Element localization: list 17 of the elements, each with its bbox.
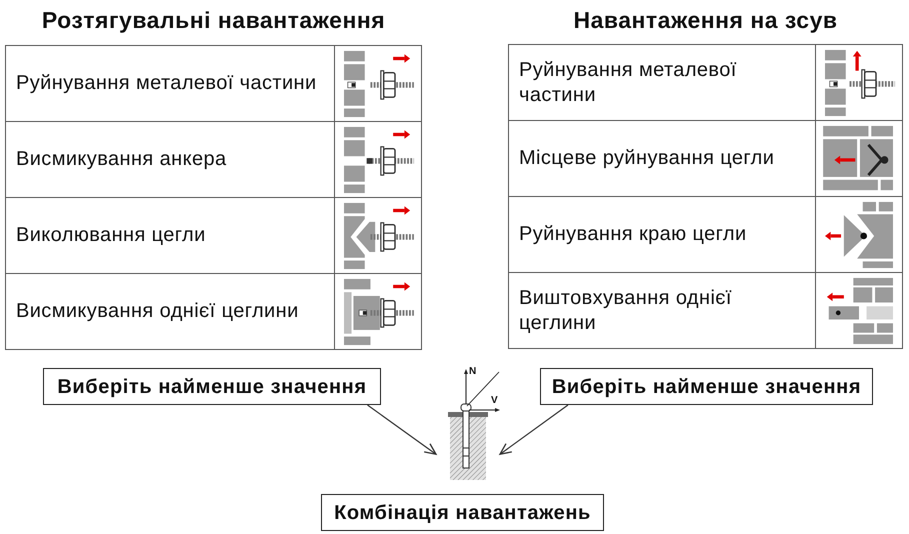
row-label: Висмикування однієї цеглини [16,300,299,322]
table-heading: Розтягувальні навантаження [42,6,386,34]
row-label: Руйнування краю цегли [519,223,747,245]
row-label: Виштовхування однієї цеглини [519,286,732,334]
row-label: Місцеве руйнування цегли [519,147,774,169]
arrow [499,404,568,455]
arrow [367,404,437,455]
table-heading: Навантаження на зсув [573,6,838,34]
force-label: V [491,395,498,406]
force-label: N [469,366,476,377]
row-label: Виколювання цегли [16,224,206,246]
row-label: Руйнування металевої частини [519,58,737,106]
text-box: Комбінація навантажень [321,494,604,531]
row-label: Висмикування анкера [16,148,227,170]
text-box: Виберіть найменше значення [43,368,381,405]
text-box: Виберіть найменше значення [540,368,873,405]
row-label: Руйнування металевої частини [16,72,317,94]
